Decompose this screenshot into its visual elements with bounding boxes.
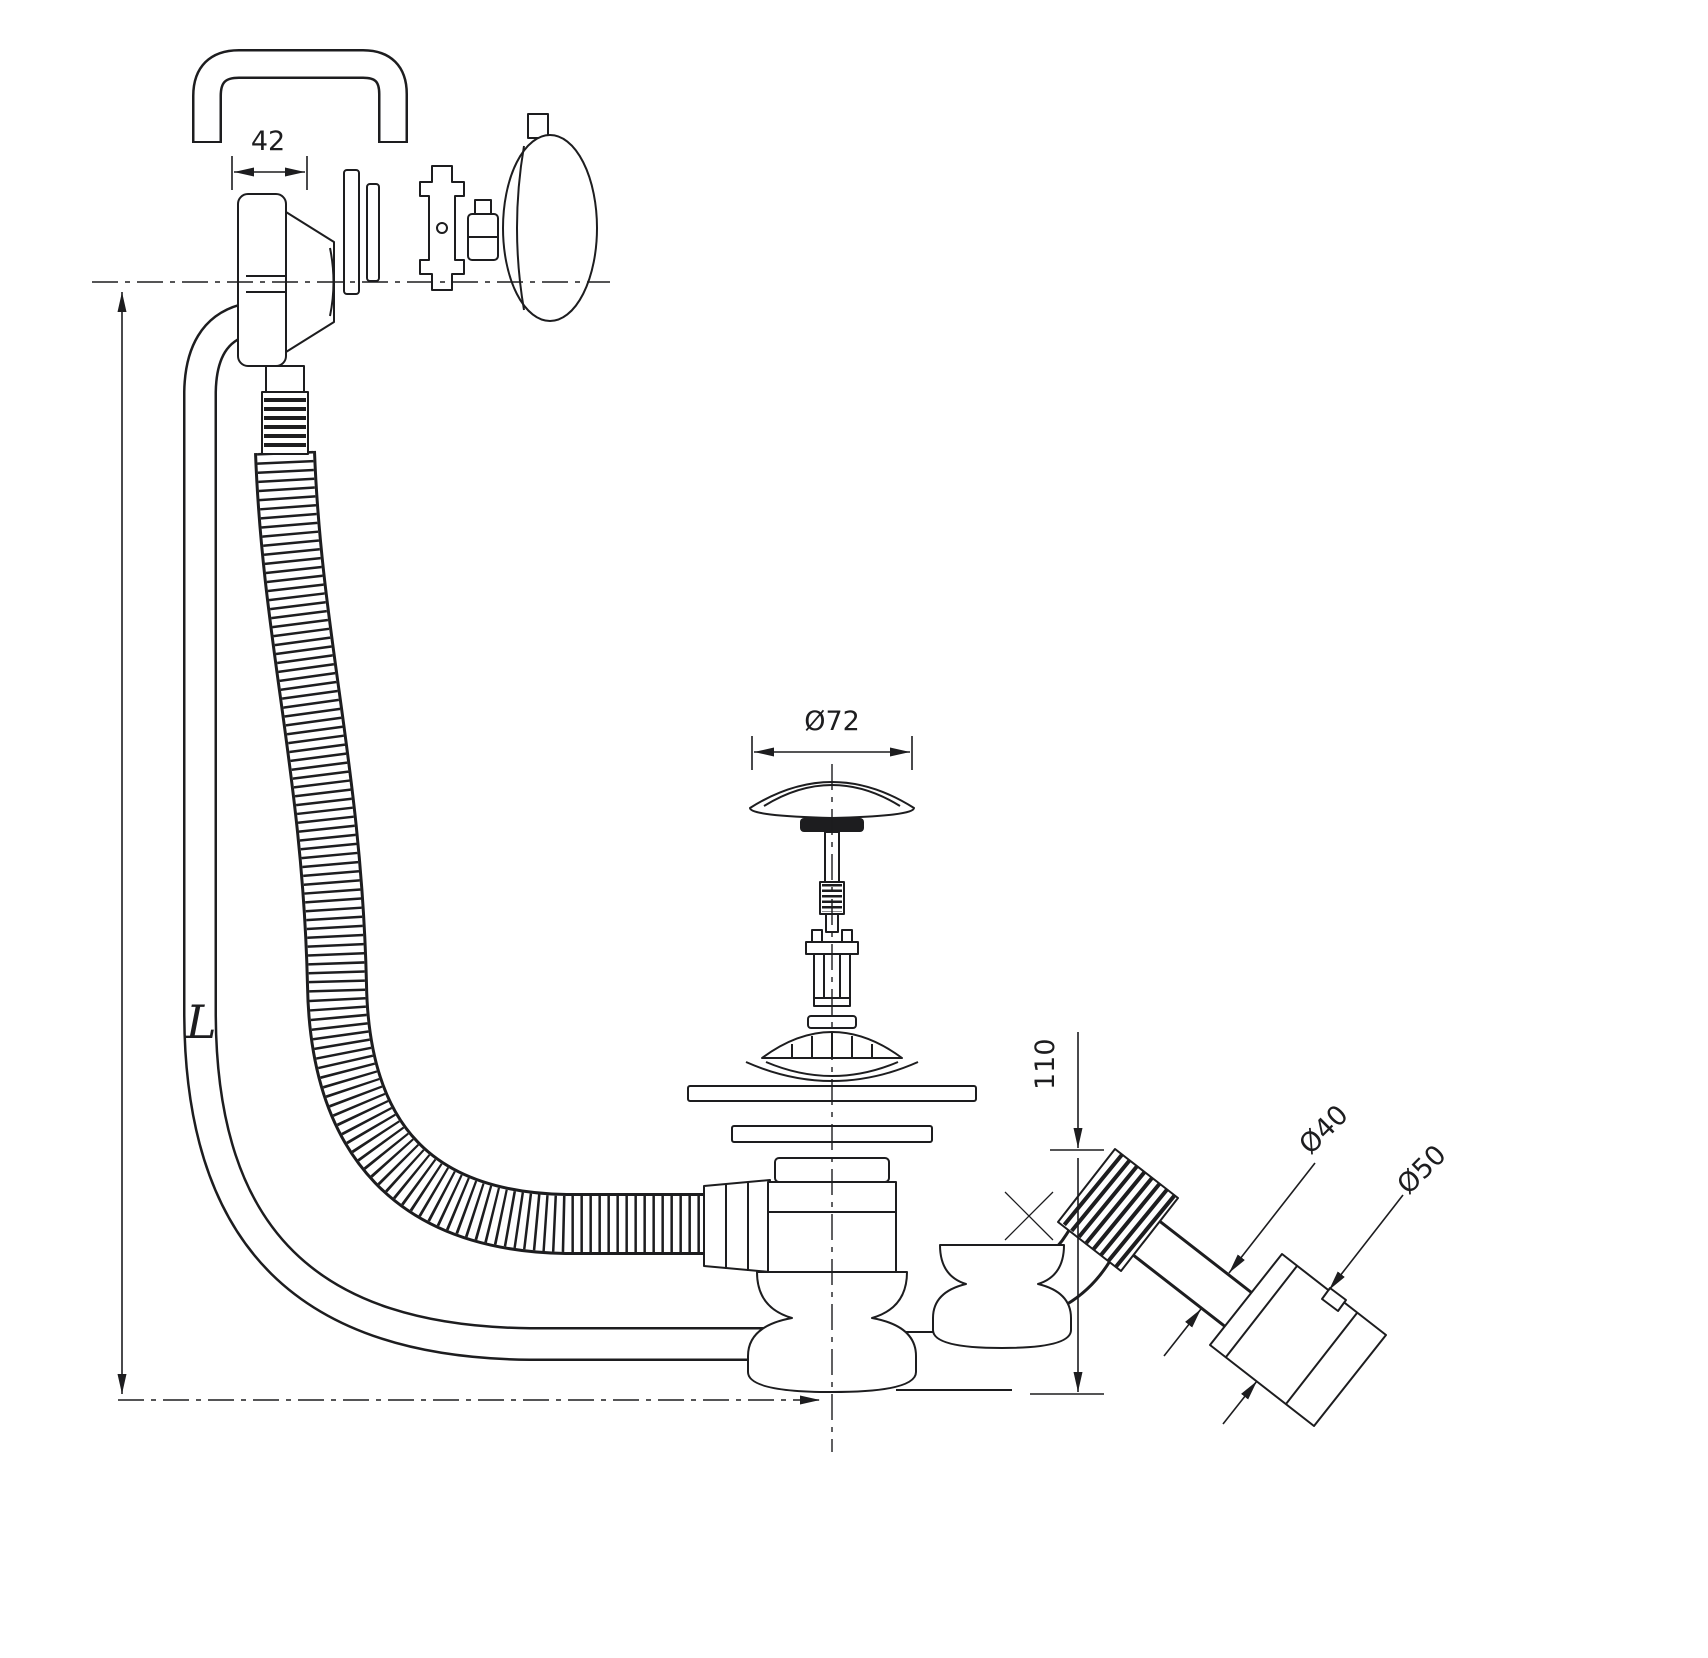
hose-nut [703, 1179, 771, 1273]
spacer-sleeve [467, 199, 499, 261]
rosette-knob [527, 113, 549, 139]
mounting-bracket [419, 165, 465, 291]
overflow-fitting [237, 193, 335, 455]
dim-trap-height: 110 [1030, 1032, 1104, 1395]
dim-trap-height-label: 110 [1030, 1038, 1061, 1090]
trap-assembly [703, 1148, 1387, 1427]
dim-outlet-large-label: Ø50 [1391, 1139, 1452, 1200]
smooth-filler-pipe [183, 303, 795, 1361]
dim-outlet-small-label: Ø40 [1293, 1099, 1354, 1160]
centerlines [92, 281, 1054, 1452]
dim-overflow-width: 42 [231, 126, 308, 190]
outlet-connector [1209, 1253, 1387, 1427]
trap-bell-secondary [932, 1244, 1072, 1349]
overflow-cover-rosette [502, 113, 598, 322]
dim-length-label: L [185, 995, 217, 1049]
filler-spout [192, 49, 408, 143]
overflow-gasket-2 [366, 183, 380, 282]
dim-plug-diameter-label: Ø72 [804, 706, 860, 737]
connector-tab [1321, 1287, 1347, 1312]
trap-bell-primary [747, 1271, 917, 1393]
overflow-stub [265, 365, 305, 393]
outlet-nut [1057, 1148, 1179, 1272]
dim-plug-diameter: Ø72 [751, 706, 913, 770]
overflow-gasket [343, 169, 360, 295]
dim-overflow-width-label: 42 [251, 126, 285, 157]
overflow-body [237, 193, 287, 367]
dim-length: L [117, 292, 217, 1394]
overflow-gaskets [343, 169, 380, 295]
flexible-corrugated-hose [254, 450, 714, 1255]
elbow-center-cross [1004, 1191, 1054, 1241]
